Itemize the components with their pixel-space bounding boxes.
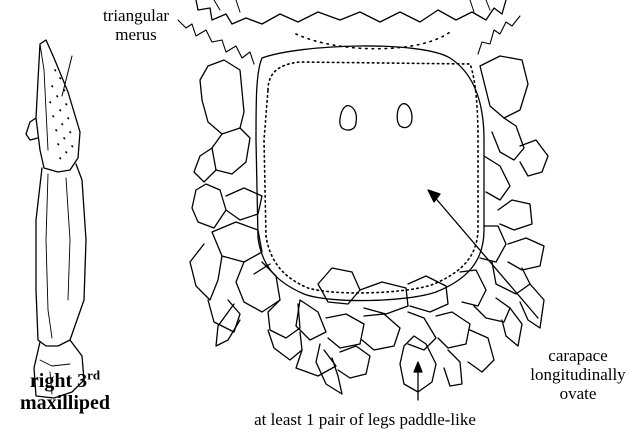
label-carapace-line1: carapace: [520, 346, 636, 365]
maxilliped-appendage: [26, 40, 86, 398]
label-carapace: carapace longitudinally ovate: [520, 346, 636, 403]
label-maxilliped-line2: maxilliped: [6, 392, 124, 414]
label-triangular-merus-line2: merus: [88, 25, 184, 44]
label-triangular-merus: triangular merus: [88, 6, 184, 44]
right-legs: [460, 56, 548, 346]
label-carapace-line2: longitudinally: [520, 365, 636, 384]
lower-legs: [296, 268, 494, 394]
ischium-segment: [36, 164, 86, 346]
gastric-pit-right: [397, 104, 412, 128]
legs-arrow: [414, 362, 422, 400]
carapace-outline: [256, 46, 484, 301]
label-legs: at least 1 pair of legs paddle-like: [200, 410, 530, 429]
front-margin: [196, 0, 506, 24]
crab-body: [178, 0, 548, 394]
left-legs: [190, 60, 336, 376]
label-maxilliped-line1: right 3rd: [6, 370, 124, 392]
carapace-arrow: [428, 190, 538, 318]
label-maxilliped: right 3rd maxilliped: [6, 370, 124, 414]
gastric-pit-left: [340, 106, 356, 130]
carapace-dotted-margin: [264, 62, 478, 293]
label-maxilliped-prefix: right 3: [30, 370, 87, 392]
label-triangular-merus-line1: triangular: [88, 6, 184, 25]
merus-setae: [50, 70, 73, 159]
label-carapace-line3: ovate: [520, 384, 636, 403]
label-maxilliped-sup: rd: [87, 367, 100, 382]
